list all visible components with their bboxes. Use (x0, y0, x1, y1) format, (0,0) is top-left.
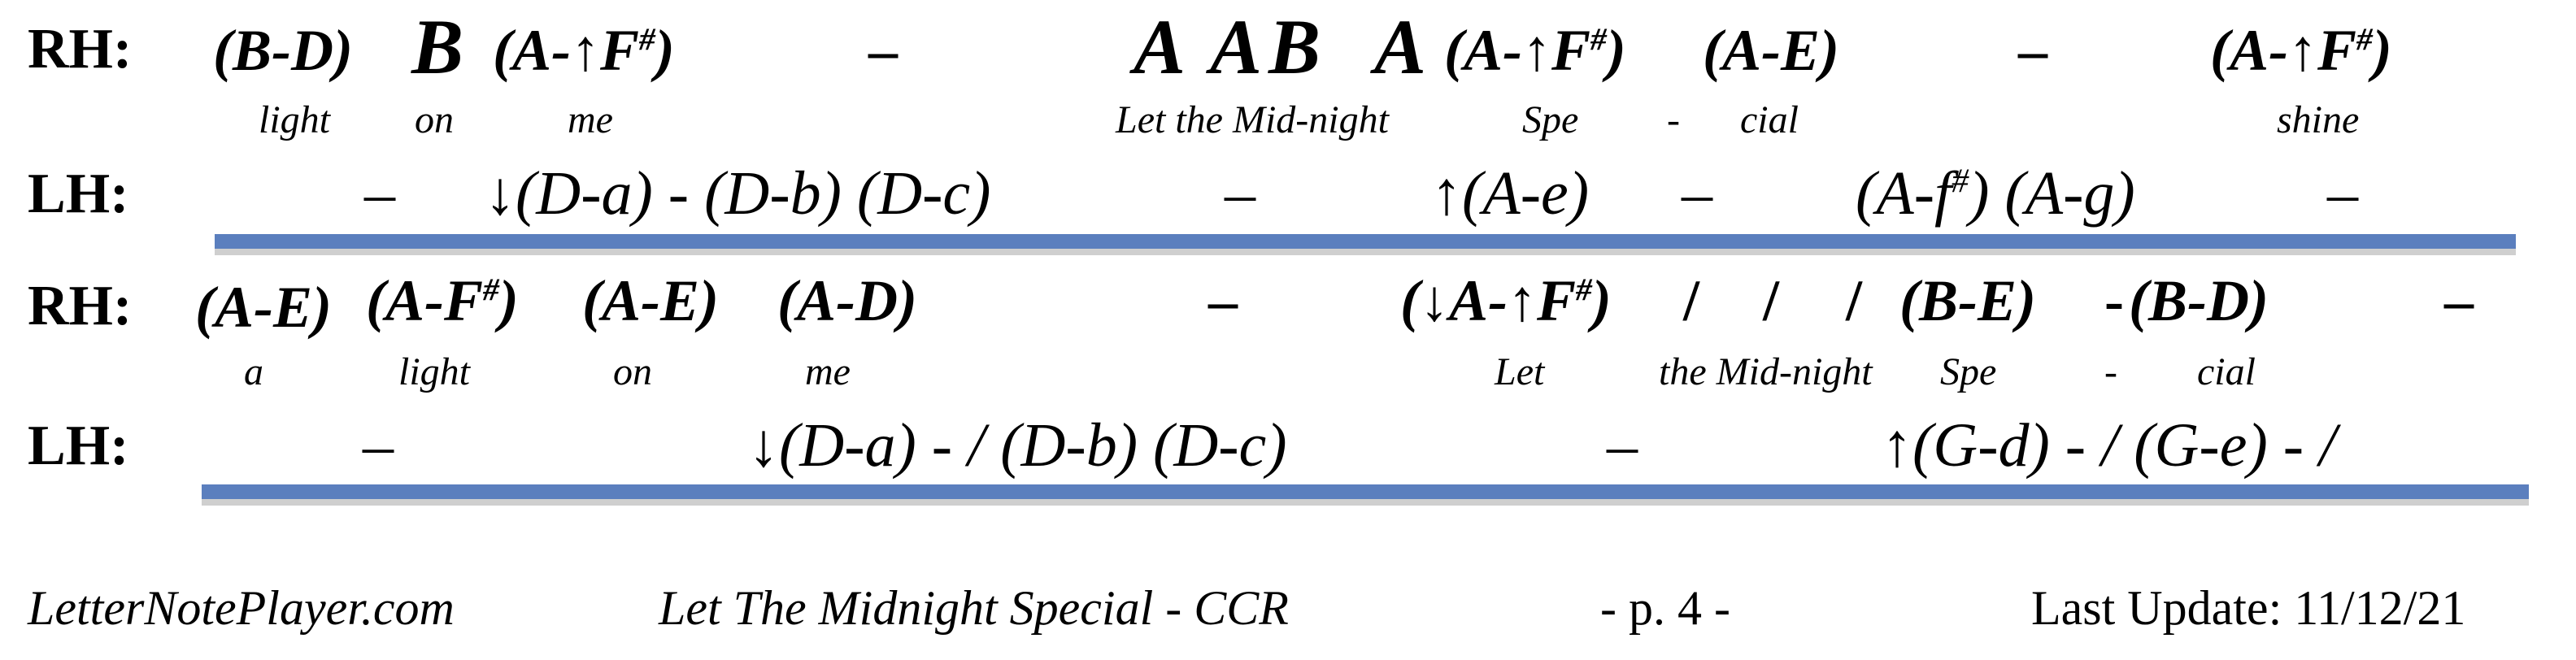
rh-note: (A-E) (1703, 18, 1839, 83)
lh-rest: – (1607, 411, 1638, 480)
lh-notes: ↑(A-e) (1431, 159, 1590, 228)
footer-page-number: - p. 4 - (1600, 581, 1730, 635)
staff-divider (215, 234, 2516, 249)
rh-rest: – (868, 18, 898, 83)
rh-note: (A-E) (582, 268, 719, 333)
lyric-word: a (244, 350, 263, 393)
rh-label: RH: (28, 275, 133, 337)
rh-note: B (1268, 3, 1321, 90)
footer-song-title: Let The Midnight Special - CCR (659, 581, 1289, 635)
rh-note: A (1134, 3, 1186, 90)
lh-label: LH: (28, 163, 129, 225)
rh-rest: – (2018, 18, 2047, 83)
system2-rh-row: RH: (A-E) (A-F#) (A-E) (A-D) – (↓A-↑F#) … (0, 270, 2576, 351)
rh-note: (A-D) (777, 268, 917, 333)
rh-note: (B-E) (1899, 268, 2036, 333)
rh-rest: – (1208, 268, 1238, 333)
rh-note: (↓A-↑F#) (1400, 268, 1612, 333)
rh-note: (B-D) (2129, 268, 2269, 333)
staff-divider (202, 484, 2529, 499)
rh-note: (A-↑F#) (493, 18, 675, 83)
lyric-word: the Mid-night (1659, 350, 1873, 393)
lyric-word: Spe (1940, 350, 1997, 393)
lyric-word: cial (2197, 350, 2256, 393)
lyric-word: on (415, 98, 454, 141)
lyric-word: cial (1740, 98, 1799, 141)
lyric-word: on (613, 350, 652, 393)
rh-note: (A-E) (195, 275, 332, 340)
rh-rest: – (2444, 268, 2474, 333)
lyric-word: Let the Mid-night (1116, 98, 1389, 141)
rh-label: RH: (28, 18, 133, 80)
system1-lyrics: light on me Let the Mid-night Spe - cial… (0, 101, 2576, 141)
lh-notes: (A-f#) (A-g) (1856, 159, 2135, 228)
page-footer: LetterNotePlayer.com Let The Midnight Sp… (0, 584, 2576, 640)
lh-notes: ↓(D-a) - / (D-b) (D-c) (748, 411, 1287, 480)
lh-rest: – (2327, 159, 2358, 228)
lyric-word: me (805, 350, 851, 393)
system2-lh-row: LH: – ↓(D-a) - / (D-b) (D-c) – ↑(G-d) - … (0, 406, 2576, 488)
lh-notes: ↑(G-d) - / (G-e) - / (1882, 411, 2337, 480)
lyric-word: shine (2277, 98, 2360, 141)
lyric-word: - (2104, 350, 2117, 393)
rh-note: B (411, 3, 464, 90)
rh-tie: - (2104, 268, 2124, 333)
rh-note: (A-↑F#) (1444, 18, 1626, 83)
system1-lh-row: LH: – ↓(D-a) - (D-b) (D-c) – ↑(A-e) – (A… (0, 154, 2576, 236)
rh-slash: / (1683, 268, 1700, 333)
lh-rest: – (363, 411, 394, 480)
rh-note: A (1210, 3, 1263, 90)
lyric-word: Spe (1522, 98, 1579, 141)
lh-label: LH: (28, 415, 129, 477)
lyric-word: light (259, 98, 331, 141)
lh-rest: – (1682, 159, 1712, 228)
lyric-word: Let (1495, 350, 1545, 393)
rh-note: (B-D) (213, 18, 353, 83)
lyric-word: - (1667, 98, 1680, 141)
rh-note: (A-↑F#) (2210, 18, 2392, 83)
lyric-word: me (568, 98, 613, 141)
rh-note: (A-F#) (366, 268, 519, 333)
lh-rest: – (364, 159, 395, 228)
rh-slash: / (1846, 268, 1863, 333)
lh-notes: ↓(D-a) - (D-b) (D-c) (485, 159, 991, 228)
system1-rh-row: RH: (B-D) B (A-↑F#) – A A B A (A-↑F#) (A… (0, 3, 2576, 93)
rh-slash: / (1763, 268, 1780, 333)
lyric-word: light (398, 350, 471, 393)
footer-last-update: Last Update: 11/12/21 (2031, 581, 2466, 635)
rh-note: A (1374, 3, 1427, 90)
footer-site: LetterNotePlayer.com (28, 581, 455, 635)
lh-rest: – (1225, 159, 1255, 228)
system2-lyrics: a light on me Let the Mid-night Spe - ci… (0, 353, 2576, 393)
